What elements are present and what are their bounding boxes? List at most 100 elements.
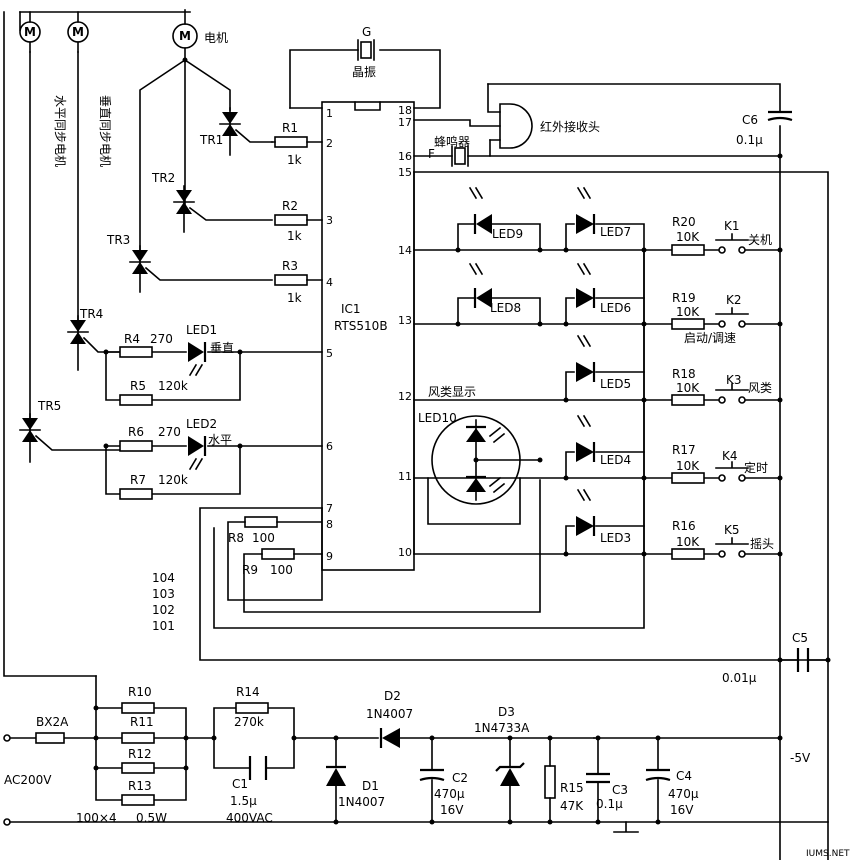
svg-text:启动/调速: 启动/调速	[684, 331, 736, 345]
triac-tr2: TR2	[151, 171, 273, 233]
svg-text:15: 15	[398, 166, 412, 179]
code-101: 101	[152, 619, 175, 633]
svg-text:10K: 10K	[676, 535, 700, 549]
svg-text:LED5: LED5	[600, 377, 631, 391]
svg-text:10K: 10K	[676, 305, 700, 319]
resistor-r4: R4 270	[119, 332, 173, 358]
svg-text:1.5μ: 1.5μ	[230, 794, 257, 808]
rail-label: -5V	[790, 751, 811, 765]
svg-text:K5: K5	[724, 523, 740, 537]
horizontal-sync-motor: M 水平同步电机	[19, 11, 67, 167]
svg-text:C5: C5	[792, 631, 808, 645]
svg-text:R8: R8	[228, 531, 244, 545]
svg-text:G: G	[362, 25, 371, 39]
svg-text:120k: 120k	[158, 473, 188, 487]
resistor-r11: R11	[121, 715, 155, 744]
resistor-r6: R6 270	[119, 425, 181, 452]
resistor-r14: R14 270k	[234, 685, 269, 729]
svg-text:R10: R10	[128, 685, 152, 699]
svg-text:关机: 关机	[748, 233, 772, 247]
svg-text:LED6: LED6	[600, 301, 631, 315]
svg-text:270: 270	[158, 425, 181, 439]
svg-text:47K: 47K	[560, 799, 584, 813]
svg-text:TR4: TR4	[79, 307, 103, 321]
svg-text:1: 1	[326, 107, 333, 120]
svg-text:0.1μ: 0.1μ	[596, 797, 623, 811]
ic-part: RTS510B	[334, 319, 388, 333]
svg-text:400VAC: 400VAC	[226, 811, 273, 825]
svg-text:R7: R7	[130, 473, 146, 487]
svg-text:M: M	[179, 29, 191, 43]
capacitor-c4: C4 470μ 16V	[645, 737, 699, 823]
watermark: IUMS.NET	[806, 849, 850, 859]
led7: LED7	[576, 186, 631, 239]
main-fan-motor: M 电机	[172, 9, 228, 49]
junction-dots	[93, 57, 831, 825]
led5: LED5	[576, 334, 631, 391]
svg-text:14: 14	[398, 244, 412, 257]
svg-text:LED7: LED7	[600, 225, 631, 239]
svg-text:10K: 10K	[676, 381, 700, 395]
resistor-r12: R12	[121, 747, 155, 774]
svg-text:K4: K4	[722, 449, 738, 463]
svg-text:C4: C4	[676, 769, 692, 783]
ic1-rts510b: IC1 RTS510B 1 2 3 4 5 6 7 8 9 10 11 12 1…	[321, 101, 415, 571]
svg-text:R17: R17	[672, 443, 696, 457]
svg-text:LED3: LED3	[600, 531, 631, 545]
ir-receiver: 红外接收头	[413, 83, 600, 149]
svg-text:TR2: TR2	[151, 171, 175, 185]
svg-text:R4: R4	[124, 332, 140, 346]
capacitor-c1: C1 1.5μ 400VAC	[226, 756, 273, 825]
key-k5-oscillate: K5 摇头	[715, 523, 774, 558]
led4: LED4	[576, 414, 631, 467]
svg-text:13: 13	[398, 314, 412, 327]
svg-text:蜂鸣器: 蜂鸣器	[434, 134, 470, 149]
svg-text:D1: D1	[362, 779, 379, 793]
svg-text:R3: R3	[282, 259, 298, 273]
resistor-r16: R16 10K	[671, 519, 705, 560]
triac-tr4: TR4	[67, 307, 121, 371]
svg-text:R20: R20	[672, 215, 696, 229]
resistor-r9: R9 100	[242, 479, 541, 613]
svg-text:470μ: 470μ	[668, 787, 699, 801]
resistor-r10: R10	[121, 685, 155, 714]
svg-text:BX2A: BX2A	[36, 715, 69, 729]
code-103: 103	[152, 587, 175, 601]
svg-text:水平: 水平	[208, 433, 232, 447]
svg-text:470μ: 470μ	[434, 787, 465, 801]
fuse-bx2a: BX2A	[35, 715, 69, 744]
r-array-power: 0.5W	[136, 811, 167, 825]
svg-text:10K: 10K	[676, 230, 700, 244]
main-motor-label: 电机	[204, 31, 228, 45]
ic-ref: IC1	[341, 302, 361, 316]
svg-text:风类: 风类	[748, 381, 772, 395]
svg-text:TR5: TR5	[37, 399, 61, 413]
capacitor-c5: C5 0.01μ	[722, 631, 829, 685]
led8: LED8	[468, 262, 521, 315]
svg-text:R18: R18	[672, 367, 696, 381]
svg-text:LED4: LED4	[600, 453, 631, 467]
svg-text:16V: 16V	[440, 803, 464, 817]
svg-text:K2: K2	[726, 293, 742, 307]
svg-text:8: 8	[326, 518, 333, 531]
vertical-motor-label: 垂直同步电机	[98, 95, 112, 167]
led2-horizontal: LED2 水平	[186, 417, 232, 471]
led10-fan-type-display: 风类显示 LED10	[418, 385, 541, 525]
diode-d2: D2 1N4007	[366, 689, 595, 748]
capacitor-c3: C3 0.1μ	[586, 737, 628, 823]
svg-text:11: 11	[398, 470, 412, 483]
svg-text:TR3: TR3	[106, 233, 130, 247]
svg-text:120k: 120k	[158, 379, 188, 393]
triac-tr5: TR5	[19, 399, 121, 463]
resistor-r15: R15 47K	[544, 737, 584, 823]
svg-text:R19: R19	[672, 291, 696, 305]
key-k1-power-off: K1 关机	[715, 219, 772, 254]
resistor-r3: R3 1k	[274, 259, 323, 305]
svg-text:红外接收头: 红外接收头	[540, 119, 600, 134]
svg-text:LED9: LED9	[492, 227, 523, 241]
code-104: 104	[152, 571, 175, 585]
svg-text:K3: K3	[726, 373, 742, 387]
svg-text:R12: R12	[128, 747, 152, 761]
svg-text:10K: 10K	[676, 459, 700, 473]
